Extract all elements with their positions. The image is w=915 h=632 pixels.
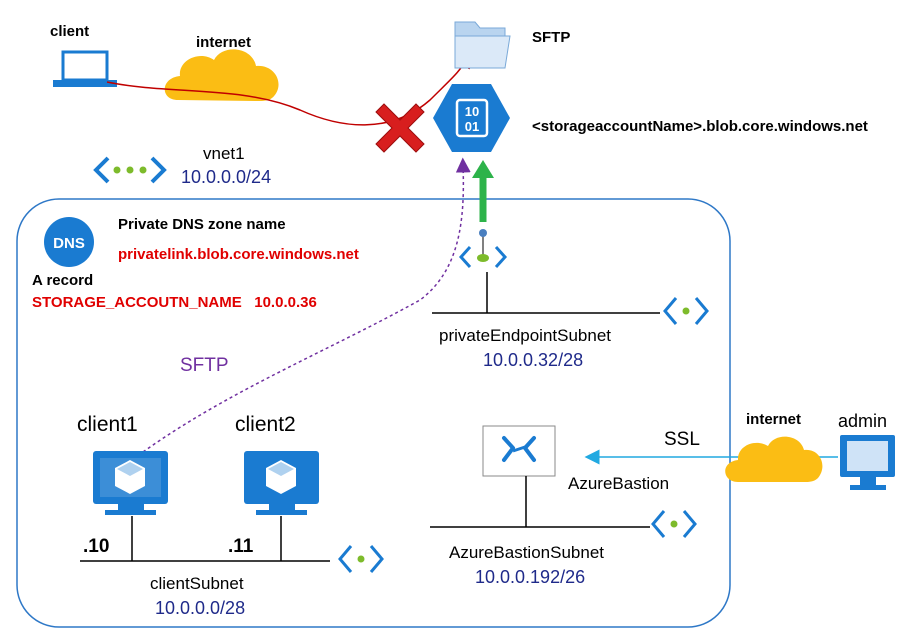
bastion-subnet-cidr: 10.0.0.192/26 xyxy=(475,567,586,587)
client2-label: client2 xyxy=(235,413,296,436)
bastion-subnet-name: AzureBastionSubnet xyxy=(449,543,604,562)
bastion-name: AzureBastion xyxy=(568,474,670,493)
vnet-name: vnet1 xyxy=(203,144,245,163)
a-record-value: STORAGE_ACCOUTN_NAME 10.0.0.36 xyxy=(32,294,317,311)
internet-connection-line xyxy=(106,52,471,126)
client1-ip: .10 xyxy=(83,536,110,557)
client-subnet-cidr: 10.0.0.0/28 xyxy=(155,598,246,618)
dns-zone-title: Private DNS zone name xyxy=(118,216,286,233)
pe-subnet-name: privateEndpointSubnet xyxy=(439,326,612,345)
private-endpoint-icon xyxy=(458,229,508,269)
cloud-icon xyxy=(725,436,823,482)
ssl-label: SSL xyxy=(664,429,700,450)
a-record-title: A record xyxy=(32,272,94,289)
dns-icon: DNS xyxy=(44,217,94,267)
sftp-label: SFTP xyxy=(532,29,571,46)
svg-text:10: 10 xyxy=(465,104,479,119)
virtual-machine-icon xyxy=(93,451,168,515)
folder-icon xyxy=(454,21,511,69)
internet-right-label: internet xyxy=(746,411,802,428)
pe-subnet-cidr: 10.0.0.32/28 xyxy=(483,350,584,370)
storage-account-icon: 10 01 xyxy=(433,84,510,152)
monitor-icon xyxy=(840,435,895,490)
vnet-boundary xyxy=(16,198,731,628)
storage-host-label: <storageaccountName>.blob.core.windows.n… xyxy=(532,118,868,135)
laptop-icon xyxy=(53,50,117,87)
x-mark-icon xyxy=(375,103,425,153)
svg-text:01: 01 xyxy=(465,119,479,134)
client1-label: client1 xyxy=(77,413,138,436)
vnet-cidr: 10.0.0.0/24 xyxy=(181,167,272,187)
sftp-mid-label: SFTP xyxy=(180,355,229,376)
subnet-icon xyxy=(338,545,384,573)
admin-label: admin xyxy=(838,411,888,431)
subnet-icon xyxy=(663,297,709,325)
dns-zone-value: privatelink.blob.core.windows.net xyxy=(118,246,359,263)
svg-text:DNS: DNS xyxy=(53,235,85,252)
cloud-icon xyxy=(164,49,279,101)
subnet-icon xyxy=(651,510,697,538)
client-label: client xyxy=(50,23,90,40)
sftp-connection-line xyxy=(142,157,471,453)
client2-ip: .11 xyxy=(228,536,254,557)
bastion-icon xyxy=(482,425,556,477)
virtual-machine-icon xyxy=(244,451,319,515)
internet-label: internet xyxy=(196,34,252,51)
client-subnet-name: clientSubnet xyxy=(150,574,244,593)
vnet-icon xyxy=(93,156,167,184)
